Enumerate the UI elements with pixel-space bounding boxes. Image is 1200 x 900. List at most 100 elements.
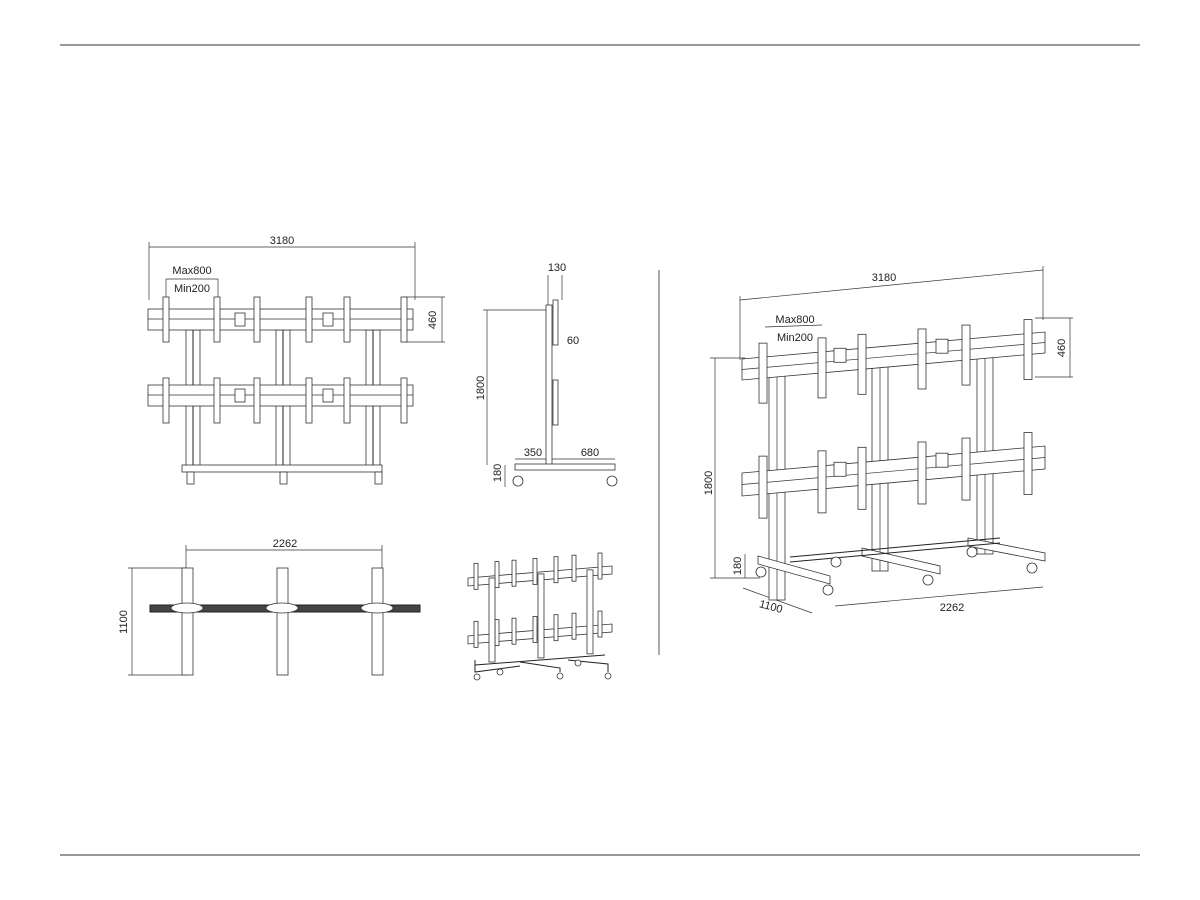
caster-wheel (830, 556, 842, 568)
vesa-bracket (511, 559, 517, 587)
base-rail (474, 654, 606, 666)
vesa-bracket (343, 296, 351, 343)
vesa-bracket (961, 437, 971, 501)
vesa-bracket (400, 377, 408, 424)
base-foot (757, 555, 831, 585)
caster-wheel (822, 584, 834, 596)
beam-connector (833, 461, 847, 477)
beam-connector (322, 312, 334, 327)
dim-iso-width-label: 3180 (872, 272, 896, 284)
top-view: 2262 1100 (118, 538, 421, 676)
vesa-bracket (817, 450, 827, 514)
caster-wheel (1026, 562, 1038, 574)
upright-post (488, 577, 496, 663)
base-foot (519, 661, 561, 672)
vesa-bracket (305, 377, 313, 424)
base-foot (567, 659, 609, 672)
side-pole (545, 304, 553, 466)
caster-wheel (512, 475, 524, 487)
beam-channel (741, 342, 1046, 370)
side-view: 130 60 1800 180 350 680 (475, 262, 618, 487)
dim-iso-depth-label: 1100 (758, 598, 784, 616)
vesa-bracket (213, 296, 221, 343)
base-foot (181, 567, 194, 676)
caster-wheel (374, 471, 383, 485)
vesa-bracket (473, 562, 479, 590)
caster-wheel (966, 546, 978, 558)
vesa-bracket (532, 616, 538, 643)
base-foot (474, 660, 521, 673)
caster-wheel (186, 471, 195, 485)
front-view: 3180 Max800 Min200 460 (147, 235, 445, 485)
caster-wheel (604, 672, 612, 680)
beam-connector (935, 452, 949, 468)
dim-base-height-label: 180 (492, 464, 504, 482)
dim-bracket-label: 460 (427, 311, 439, 329)
vesa-bracket (571, 554, 577, 582)
vesa-bracket (343, 377, 351, 424)
dim-line-iso-width (739, 269, 1044, 301)
dim-line-iso-base-width (834, 586, 1044, 607)
base-foot (371, 567, 384, 676)
dim-height-label: 1800 (475, 376, 487, 400)
dim-iso-max-label: Max800 (775, 314, 814, 326)
dim-depth-top-label: 130 (548, 262, 566, 274)
vesa-bracket (857, 446, 867, 510)
dim-top-depth-label: 1100 (118, 610, 130, 634)
vesa-bracket (758, 342, 768, 404)
dim-front-base-label: 350 (524, 447, 542, 459)
vesa-bracket (494, 619, 500, 646)
beam-connector (935, 338, 949, 354)
side-bracket (552, 299, 559, 346)
dim-rear-base-label: 680 (581, 447, 599, 459)
vesa-bracket (758, 455, 768, 519)
vesa-bracket (1023, 319, 1033, 380)
caster-wheel (496, 668, 504, 676)
dim-line-iso-spacing (764, 324, 823, 328)
vesa-bracket (597, 610, 603, 638)
dim-offset-label: 60 (567, 335, 579, 347)
vesa-bracket (553, 556, 559, 584)
dim-line-iso-depth (742, 587, 813, 614)
iso-thumbnail (467, 552, 613, 681)
upright-post (586, 569, 594, 655)
upright-post (537, 573, 545, 659)
dim-min-label: Min200 (174, 283, 210, 295)
caster-wheel (556, 672, 564, 680)
caster-wheel (279, 471, 288, 485)
iso-view: 3180 Max800 Min200 460 1800 180 1100 226… (703, 266, 1073, 616)
beam-connector (322, 388, 334, 403)
vesa-bracket (162, 296, 170, 343)
beam-connector (234, 388, 246, 403)
mounting-beam (147, 308, 414, 331)
vesa-bracket (597, 552, 603, 580)
side-base (514, 463, 616, 471)
side-bracket (552, 379, 559, 426)
vesa-bracket (253, 296, 261, 343)
dim-iso-min-label: Min200 (777, 332, 813, 344)
caster-wheel (755, 566, 767, 578)
caster-wheel (922, 574, 934, 586)
base-rail (181, 464, 383, 473)
caster-wheel (574, 659, 582, 667)
vesa-bracket (917, 441, 927, 505)
dim-iso-base-height-label: 180 (732, 557, 744, 575)
dim-width-label: 3180 (270, 235, 294, 247)
beam-connector (833, 347, 847, 363)
base-rail (789, 542, 1001, 563)
caster-wheel (606, 475, 618, 487)
post-cap (170, 602, 204, 614)
mounting-beam (147, 384, 414, 407)
vesa-bracket (961, 324, 971, 386)
vesa-bracket (553, 614, 559, 642)
vesa-bracket (213, 377, 221, 424)
vesa-bracket (857, 333, 867, 395)
beam-connector (234, 312, 246, 327)
base-rail (789, 537, 1001, 558)
vesa-bracket (532, 558, 538, 585)
dim-top-width-label: 2262 (273, 538, 297, 550)
vesa-bracket (571, 612, 577, 640)
vesa-bracket (473, 620, 479, 648)
dim-max-label: Max800 (172, 265, 211, 277)
